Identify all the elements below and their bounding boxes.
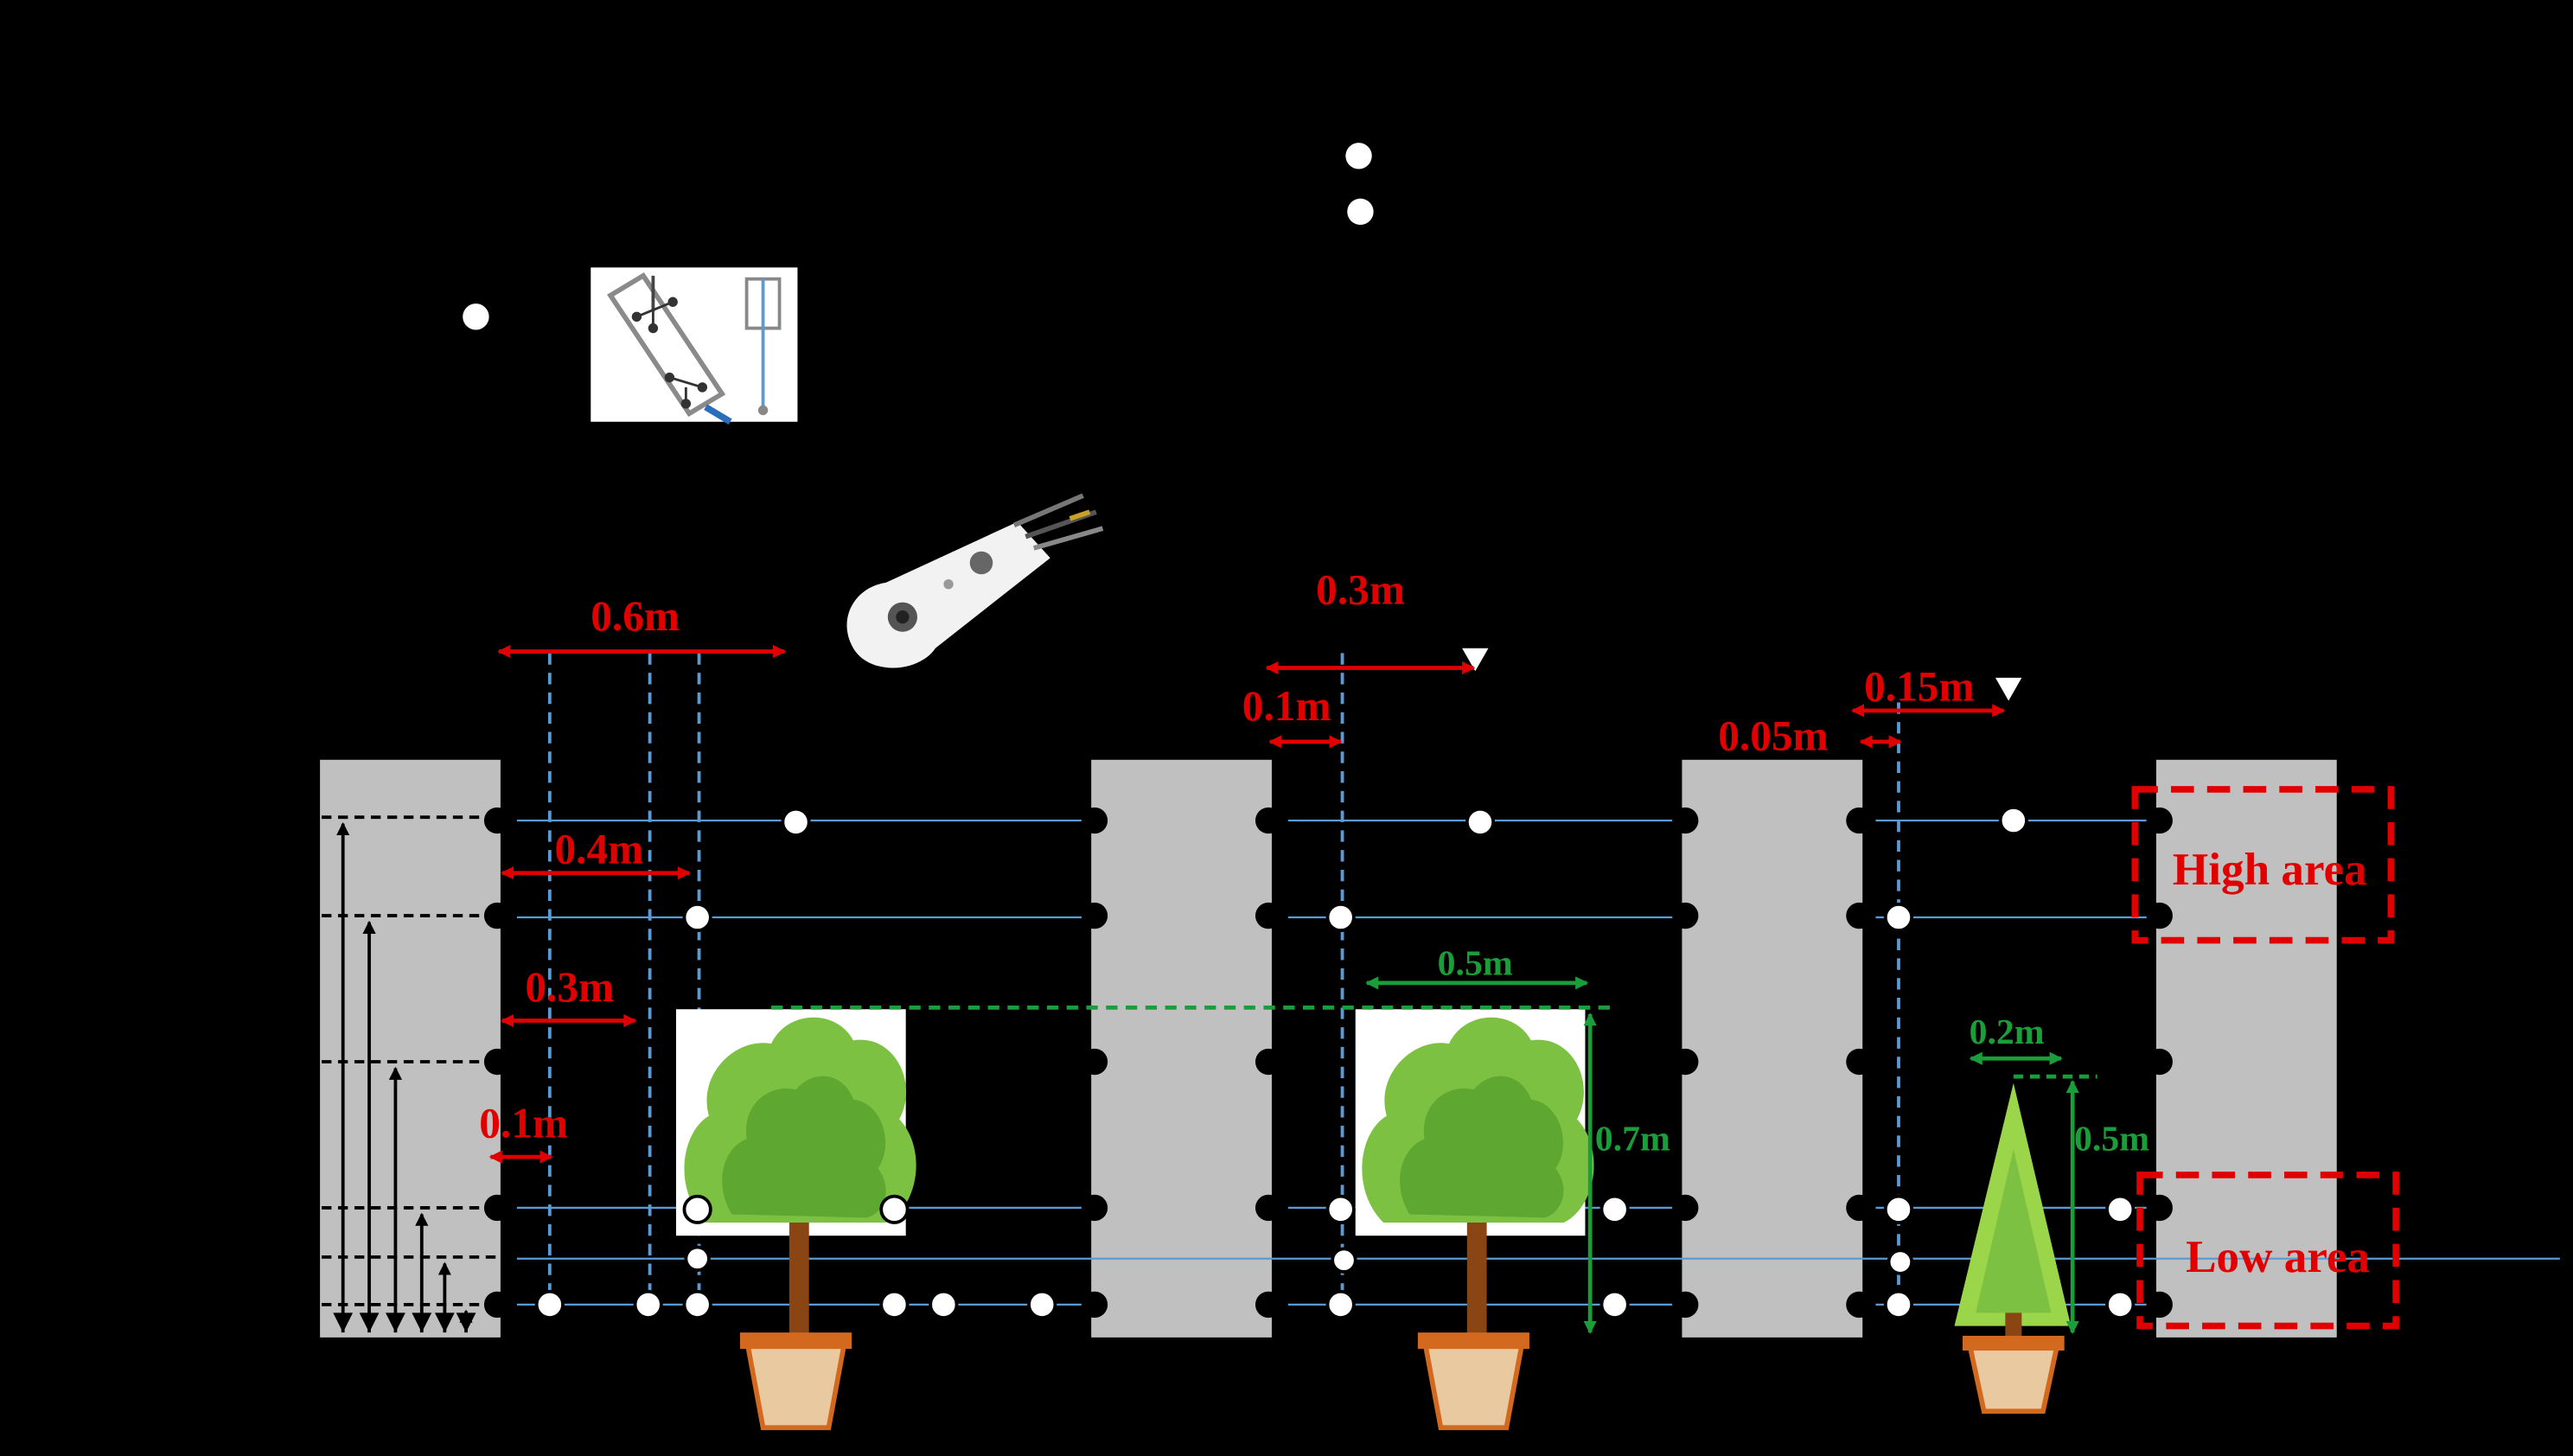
height-level-guides bbox=[322, 815, 501, 1333]
red-dimension-arrows bbox=[488, 644, 2006, 1164]
label-low-area: Low area bbox=[2186, 1232, 2370, 1282]
label-0-6m: 0.6m bbox=[591, 592, 680, 640]
label-0-15m: 0.15m bbox=[1864, 662, 1974, 710]
building-2 bbox=[1091, 759, 1272, 1338]
low-area-box bbox=[2136, 1172, 2399, 1330]
high-area-box bbox=[2131, 786, 2395, 944]
label-tree2-height: 0.5m bbox=[2074, 1119, 2149, 1159]
area-boxes bbox=[2131, 786, 2399, 1330]
label-high-area: High area bbox=[2173, 845, 2367, 895]
label-tree1-width: 0.5m bbox=[1438, 943, 1513, 983]
ultrasonic-anemometer-icon bbox=[591, 267, 798, 425]
label-0-05m: 0.05m bbox=[1718, 712, 1828, 759]
label-tree1-height: 0.7m bbox=[1595, 1119, 1670, 1159]
dimension-text: 0.6m 0.4m 0.3m 0.1m 0.3m 0.1m 0.15m 0.05… bbox=[479, 565, 2370, 1281]
tree-3 bbox=[1954, 1082, 2072, 1414]
building-3 bbox=[1682, 759, 1863, 1338]
tree-2 bbox=[1355, 1009, 1594, 1431]
building-blocks bbox=[320, 759, 2337, 1338]
omnidirectional-probe-icon bbox=[846, 493, 1104, 668]
wall-pressure-taps bbox=[483, 807, 2173, 1319]
label-0-3m-mid: 0.3m bbox=[1316, 565, 1405, 613]
building-4 bbox=[2155, 759, 2337, 1338]
building-1 bbox=[320, 759, 501, 1338]
label-tree2-width: 0.2m bbox=[1970, 1012, 2045, 1052]
legend-markers bbox=[463, 143, 1374, 330]
label-0-1m-mid: 0.1m bbox=[1242, 682, 1331, 730]
measurement-points bbox=[534, 805, 2136, 1319]
label-0-1m-left: 0.1m bbox=[479, 1099, 568, 1146]
green-dimension-arrows bbox=[771, 976, 2097, 1335]
position-marker-triangle-icon bbox=[1462, 648, 2022, 701]
label-0-3m-left: 0.3m bbox=[525, 963, 614, 1011]
label-0-4m: 0.4m bbox=[555, 825, 644, 872]
tree-1 bbox=[675, 1009, 916, 1431]
